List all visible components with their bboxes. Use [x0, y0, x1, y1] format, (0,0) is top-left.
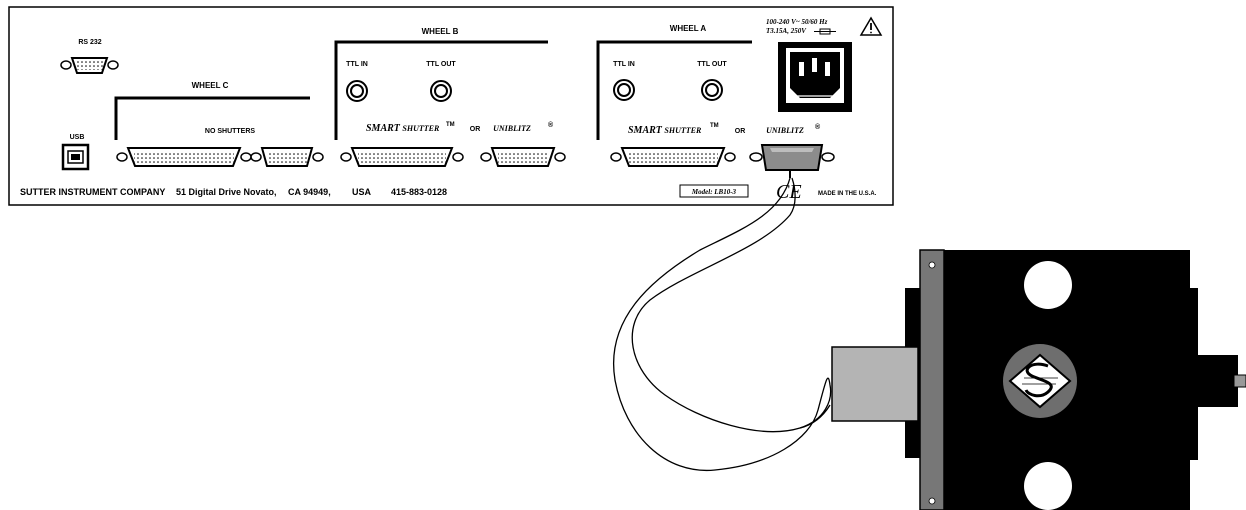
- wheel-b-ttl-out-label: TTL OUT: [426, 61, 456, 68]
- fuse-icon: [814, 28, 836, 35]
- company-address: 51 Digital Drive Novato,: [176, 187, 277, 197]
- power-rating-line1: 100-240 V~ 50/60 Hz: [766, 18, 828, 26]
- wheel-a-ttl-out-label: TTL OUT: [697, 61, 727, 68]
- wheel-b-or-label: OR: [470, 126, 481, 133]
- wheel-a-db15-plugged-connector[interactable]: [749, 144, 835, 178]
- device-side-flange-right: [1188, 288, 1198, 460]
- wheel-c-db25-port[interactable]: [116, 147, 252, 167]
- wheel-a-db25-port[interactable]: [610, 147, 736, 167]
- shutter-cable: [613, 177, 832, 472]
- wheel-b-ttl-in-jack[interactable]: [346, 80, 368, 102]
- company-name: SUTTER INSTRUMENT COMPANY: [20, 187, 165, 197]
- company-phone: 415-883-0128: [391, 187, 447, 197]
- power-rating-line2: T3.15A, 250V: [766, 27, 807, 35]
- company-city: CA 94949,: [288, 187, 331, 197]
- wheel-a-smart-shutter-label: SMART SHUTTER: [628, 125, 702, 136]
- warning-triangle-icon: [859, 16, 883, 36]
- device-nose: [831, 346, 919, 422]
- made-in-usa-label: MADE IN THE U.S.A.: [818, 191, 877, 197]
- rear-panel: RS 232 WHEEL C NO SHUTTERS USB: [8, 6, 894, 206]
- wheel-a-uniblitz-label: UNIBLITZ: [766, 126, 804, 135]
- wheel-b-registered-mark: ®: [548, 121, 554, 129]
- wheel-b-ttl-in-label: TTL IN: [346, 61, 368, 68]
- wheel-a-ttl-out-jack[interactable]: [701, 79, 723, 101]
- device-shaft: [1233, 374, 1246, 388]
- wheel-c-bracket: [114, 96, 310, 140]
- wheel-b-bracket: [334, 40, 548, 140]
- usb-port[interactable]: [61, 143, 90, 171]
- wheel-a-registered-mark: ®: [815, 123, 821, 131]
- wheel-b-ttl-out-jack[interactable]: [430, 80, 452, 102]
- wheel-b-uniblitz-label: UNIBLITZ: [493, 124, 531, 133]
- company-country: USA: [352, 187, 372, 197]
- power-inlet[interactable]: [778, 42, 852, 112]
- shutter-device: [831, 249, 1246, 510]
- panel-outline: [8, 6, 894, 206]
- device-shaft-housing: [1196, 355, 1238, 407]
- usb-label: USB: [70, 134, 85, 141]
- wheel-b-label: WHEEL B: [422, 27, 459, 36]
- svg-text:Model: LB10-3: Model: LB10-3: [691, 188, 737, 196]
- model-plate: Model: LB10-3: [679, 184, 749, 198]
- sutter-diamond-logo: [1008, 353, 1072, 409]
- rs232-label: RS 232: [78, 39, 101, 46]
- wheel-a-or-label: OR: [735, 128, 746, 135]
- wheel-a-tm-mark: TM: [710, 123, 719, 129]
- wheel-b-tm-mark: TM: [446, 122, 455, 128]
- wheel-b-smart-shutter-label: SMART SHUTTER: [366, 123, 440, 134]
- rs232-port[interactable]: [60, 57, 119, 74]
- aperture-top: [1024, 261, 1072, 309]
- wheel-a-bracket: [596, 40, 752, 140]
- wheel-c-label: WHEEL C: [192, 81, 229, 90]
- device-plate: [919, 249, 945, 510]
- wheel-a-ttl-in-jack[interactable]: [613, 79, 635, 101]
- aperture-bottom: [1024, 462, 1072, 510]
- wheel-c-db15-port[interactable]: [250, 147, 324, 167]
- wheel-a-ttl-in-label: TTL IN: [613, 61, 635, 68]
- wheel-b-db25-port[interactable]: [340, 147, 464, 167]
- wheel-b-db15-port[interactable]: [480, 147, 566, 167]
- plate-screw-top: [928, 261, 936, 269]
- wheel-a-label: WHEEL A: [670, 24, 707, 33]
- plate-screw-bottom: [928, 497, 936, 505]
- no-shutters-label: NO SHUTTERS: [205, 128, 256, 135]
